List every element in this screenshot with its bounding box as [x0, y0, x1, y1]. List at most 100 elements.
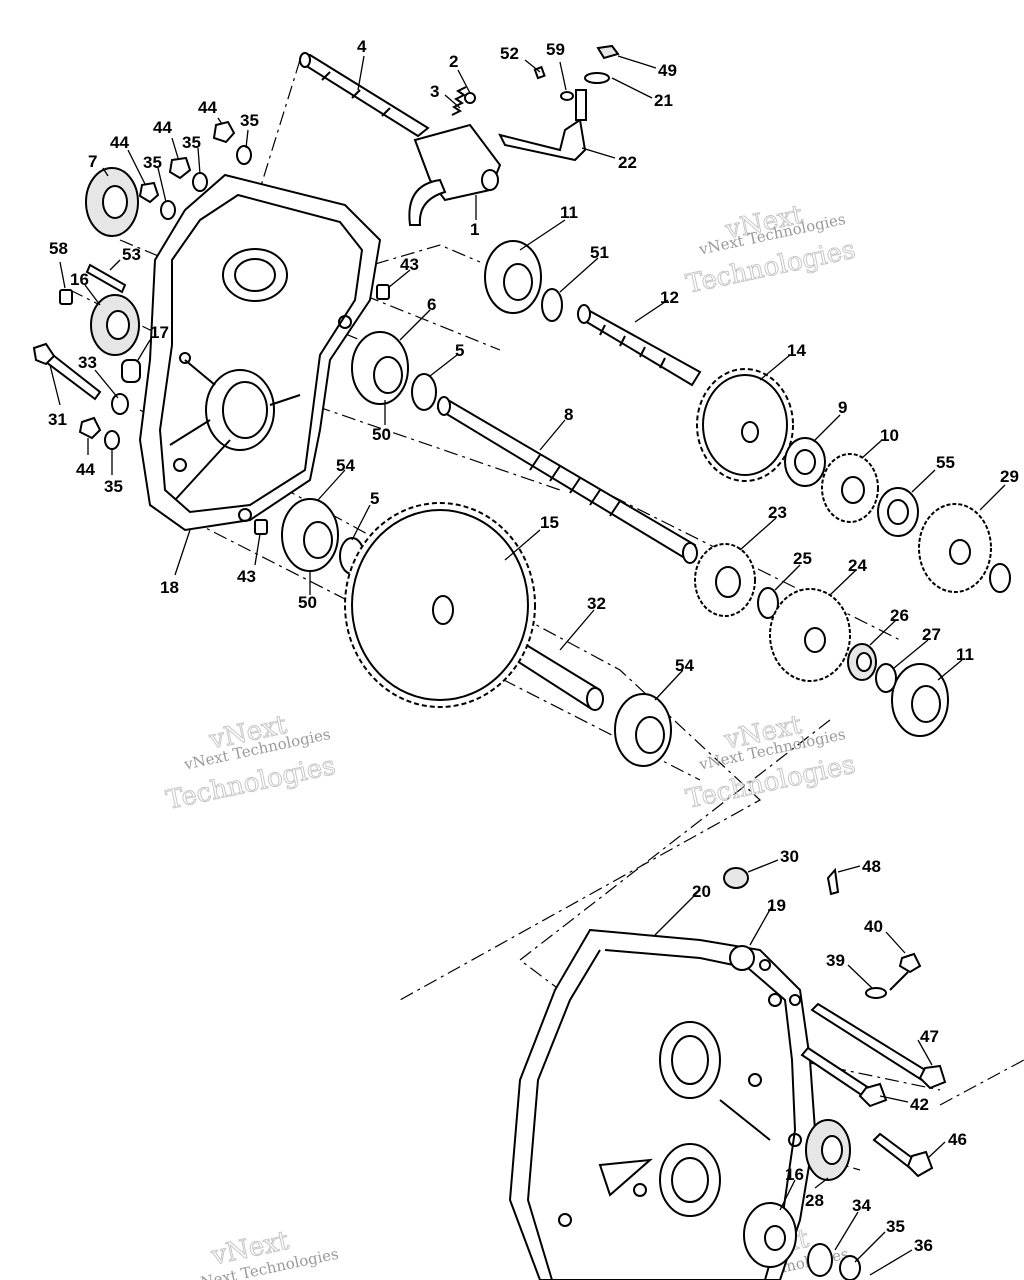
watermark-mid-right: vNext Technologies vNext Technologies — [683, 709, 859, 815]
shift-shaft — [298, 52, 430, 138]
callout-46: 46 — [948, 1130, 967, 1149]
callout-52: 52 — [500, 44, 519, 63]
callout-53: 53 — [122, 245, 141, 264]
oil-seal-lower-left — [90, 294, 140, 356]
callout-23: 23 — [768, 503, 787, 522]
callout-3: 3 — [430, 82, 439, 101]
gear-14 — [696, 368, 794, 482]
snap-ring-51 — [541, 288, 563, 322]
callout-11-b: 11 — [956, 645, 974, 664]
callout-5-a: 5 — [455, 341, 464, 360]
watermark-top-right: vNext Technologies vNext Technologies — [683, 199, 859, 300]
callout-31: 31 — [48, 410, 67, 429]
callout-48: 48 — [862, 857, 881, 876]
callout-17: 17 — [150, 323, 169, 342]
callout-33: 33 — [78, 353, 97, 372]
callout-43-a: 43 — [400, 255, 419, 274]
callout-34: 34 — [852, 1196, 871, 1215]
callout-20: 20 — [692, 882, 711, 901]
callout-49: 49 — [658, 61, 677, 80]
gear-23 — [694, 543, 756, 617]
countershaft-12 — [577, 304, 702, 387]
callout-16-a: 16 — [70, 270, 89, 289]
callout-2: 2 — [449, 52, 458, 71]
watermark-mid-left: vNext Technologies vNext Technologies — [163, 709, 339, 816]
callout-44-c: 44 — [110, 133, 129, 152]
gear-10 — [821, 453, 879, 523]
bearing-11-upper — [484, 240, 542, 314]
callout-59: 59 — [546, 40, 565, 59]
left-cover-hardware — [32, 120, 390, 535]
callout-44-b: 44 — [153, 118, 172, 137]
callout-25: 25 — [793, 549, 812, 568]
callout-35-a: 35 — [240, 111, 259, 130]
callout-58: 58 — [49, 239, 68, 258]
washer-27 — [875, 663, 897, 693]
callout-54-b: 54 — [675, 656, 694, 675]
callout-43-b: 43 — [237, 567, 256, 586]
right-case-hardware — [723, 867, 947, 1280]
callout-9: 9 — [838, 398, 847, 417]
snap-ring-25 — [757, 587, 779, 619]
callout-35-c: 35 — [143, 153, 162, 172]
callout-21: 21 — [654, 91, 673, 110]
callout-47: 47 — [920, 1027, 939, 1046]
callout-54-a: 54 — [336, 456, 355, 475]
callout-6: 6 — [427, 295, 436, 314]
callout-44-d: 44 — [76, 460, 95, 479]
leader-lines — [49, 55, 1006, 1276]
washer-5-upper — [411, 373, 437, 411]
callout-15: 15 — [540, 513, 559, 532]
bearing-54-lower — [614, 693, 672, 767]
callout-35-e: 35 — [886, 1217, 905, 1236]
detent-spring — [451, 86, 467, 116]
callout-14: 14 — [787, 341, 806, 360]
callout-16-b: 16 — [785, 1165, 804, 1184]
callout-19: 19 — [767, 896, 786, 915]
callout-18: 18 — [160, 578, 179, 597]
callout-26: 26 — [890, 606, 909, 625]
callout-50-a: 50 — [372, 425, 391, 444]
gear-24 — [769, 588, 851, 682]
callout-10: 10 — [880, 426, 899, 445]
callout-24: 24 — [848, 556, 867, 575]
needle-bearing-26 — [847, 643, 877, 681]
oil-seal-upper — [85, 167, 139, 237]
detent-ball — [464, 92, 476, 104]
callout-8: 8 — [564, 405, 573, 424]
gear-29 — [918, 503, 1011, 593]
callout-1: 1 — [470, 220, 479, 239]
callout-42: 42 — [910, 1095, 929, 1114]
callout-32: 32 — [587, 594, 606, 613]
callout-35-d: 35 — [104, 477, 123, 496]
callout-55: 55 — [936, 453, 955, 472]
selector-arm — [498, 44, 620, 162]
callout-29: 29 — [1000, 467, 1019, 486]
callout-4: 4 — [357, 37, 367, 56]
callout-7: 7 — [88, 152, 97, 171]
callout-36: 36 — [914, 1236, 933, 1255]
callout-50-b: 50 — [298, 593, 317, 612]
callout-35-b: 35 — [182, 133, 201, 152]
callout-51: 51 — [590, 243, 609, 262]
bearing-6 — [351, 331, 409, 405]
shift-fork — [408, 123, 502, 226]
callout-40: 40 — [864, 917, 883, 936]
callout-labels: 4 2 52 59 49 21 3 22 1 44 35 44 35 44 35… — [48, 37, 1019, 1255]
main-shaft-8 — [437, 396, 698, 564]
callout-5-b: 5 — [370, 489, 379, 508]
callout-28: 28 — [805, 1191, 824, 1210]
callout-27: 27 — [922, 625, 941, 644]
callout-12: 12 — [660, 288, 679, 307]
gear-15 — [344, 502, 536, 708]
bushing-9 — [784, 437, 826, 487]
callout-30: 30 — [780, 847, 799, 866]
watermark-bottom-left: vNext vNext Technologies — [190, 1225, 340, 1280]
right-case-housing — [508, 928, 817, 1280]
left-case-cover — [138, 173, 382, 532]
bearing-11-lower — [891, 663, 949, 737]
callout-11-a: 11 — [560, 203, 578, 222]
callout-22: 22 — [618, 153, 637, 172]
callout-44-a: 44 — [198, 98, 217, 117]
